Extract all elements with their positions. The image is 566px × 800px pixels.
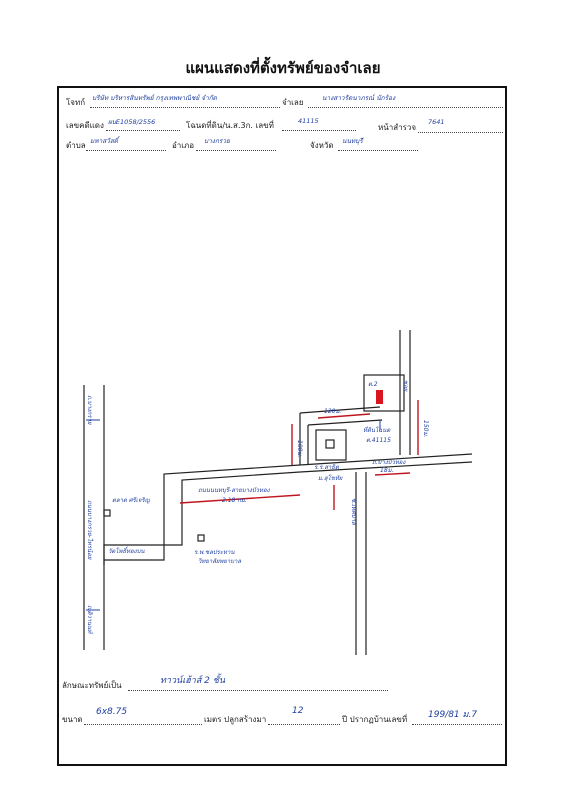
distance-line-18 bbox=[374, 472, 411, 476]
left-road-bottom-label: ถ.ติวานนท์ bbox=[86, 605, 94, 635]
dist-100-label: 100ม. bbox=[296, 440, 303, 457]
branch-road-upper-edge bbox=[104, 464, 301, 561]
soi-south-edge bbox=[307, 419, 383, 426]
plaintiff-line bbox=[90, 107, 280, 108]
deed-label: โฉนดที่ดิน/น.ส.3ก. เลขที่ bbox=[186, 121, 274, 130]
school-building bbox=[315, 429, 347, 461]
province-label: จังหวัด bbox=[310, 141, 334, 150]
dist-150-label: 150ม. bbox=[422, 420, 429, 437]
defendant-label: จำเลย bbox=[282, 98, 304, 107]
document-frame bbox=[57, 86, 507, 766]
size-label: ขนาด bbox=[62, 715, 83, 724]
subdistrict-label: ตำบล bbox=[66, 141, 86, 150]
market-label: ตลาด ศรีเจริญ bbox=[112, 496, 151, 504]
property-type-line bbox=[128, 690, 388, 691]
dist-18-label: 18ม. bbox=[380, 467, 394, 474]
left-road-top-label: ถ.บางกรวย bbox=[86, 395, 93, 425]
distance-line-120 bbox=[317, 413, 371, 419]
property-type-label: ลักษณะทรัพย์เป็น bbox=[62, 681, 122, 690]
dist-120-label: 120ม. bbox=[324, 408, 341, 415]
province-value: นนทบุรี bbox=[342, 137, 363, 145]
school-label: ร.ร.สาธิต bbox=[314, 464, 340, 471]
plaintiff-label: โจทก์ bbox=[66, 98, 86, 107]
years-line bbox=[268, 724, 340, 725]
distance-line-218 bbox=[179, 494, 301, 504]
market-marker bbox=[103, 509, 111, 517]
page-value: 7641 bbox=[428, 118, 445, 126]
left-road-mid-label: ถนนบางกรวย-ไทรน้อย bbox=[86, 500, 94, 560]
property-marker bbox=[376, 390, 383, 404]
soi-label: ซ.เทศบาล bbox=[350, 498, 357, 525]
temple-label: วัดโพธิ์ทองบน bbox=[108, 546, 145, 555]
deed-value: 41115 bbox=[298, 117, 319, 125]
years-value: 12 bbox=[292, 706, 304, 716]
branch-road-lower-edge bbox=[103, 471, 301, 565]
plot-label: ที่ดินโฉนด bbox=[363, 425, 391, 434]
year-label: ปี ปรากฏบ้านเลขที่ bbox=[342, 715, 408, 724]
school-inner bbox=[325, 439, 335, 449]
nursing-label: วิทยาลัยพยาบาล bbox=[198, 558, 241, 565]
plot-no-label: ต.41115 bbox=[366, 437, 391, 444]
meter-label: เมตร ปลูกสร้างมา bbox=[204, 715, 267, 724]
defendant-value: นางสาวรัตนาภรณ์ นักร้อง bbox=[322, 94, 396, 102]
subdistrict-line bbox=[86, 150, 166, 151]
province-line bbox=[338, 150, 418, 151]
house-no-value: 199/81 ม.7 bbox=[428, 710, 478, 720]
district-line bbox=[196, 150, 276, 151]
defendant-line bbox=[308, 107, 503, 108]
size-line bbox=[84, 724, 202, 725]
house-no-line bbox=[412, 724, 502, 725]
case-value: ผบE1058/2556 bbox=[108, 118, 156, 126]
district-label: อำเภอ bbox=[172, 141, 195, 150]
size-value: 6x8.75 bbox=[96, 707, 128, 717]
deed-line bbox=[282, 130, 356, 131]
subdistrict-value: มหาสวัสดิ์ bbox=[90, 137, 119, 145]
page-line bbox=[418, 132, 503, 133]
soi-north-edge bbox=[299, 406, 381, 414]
school2-label: ม.สุโขทัย bbox=[318, 474, 343, 482]
district-value: บางกรวย bbox=[204, 137, 230, 145]
plot-area bbox=[363, 374, 405, 412]
pointer-label: ต.2 bbox=[368, 381, 378, 388]
case-line bbox=[106, 130, 180, 131]
road-bang-label: ถ.บางบัวทอง bbox=[372, 459, 406, 466]
page-label: หน้าสำรวจ bbox=[378, 123, 417, 132]
distance-value: 2.18 กม. bbox=[222, 497, 247, 504]
plaintiff-value: บริษัท บริหารสินทรัพย์ กรุงเทพพาณิชย์ จำ… bbox=[92, 94, 217, 102]
soi-right-label: ซอย bbox=[402, 380, 409, 392]
main-road-south-edge bbox=[299, 461, 473, 473]
page-title: แผนแสดงที่ตั้งทรัพย์ของจำเลย bbox=[185, 59, 381, 77]
distance-label: ถนนนนทบุรี-สายบางบัวทอง bbox=[198, 486, 271, 494]
hospital-label: ร.พ.ชลประทาน bbox=[194, 549, 235, 556]
case-label: เลขคดีแดง bbox=[66, 121, 104, 130]
hospital-marker bbox=[197, 534, 205, 542]
property-type-value: ทาวน์เฮ้าส์ 2 ชั้น bbox=[160, 676, 226, 686]
main-road-north-edge bbox=[299, 453, 473, 466]
